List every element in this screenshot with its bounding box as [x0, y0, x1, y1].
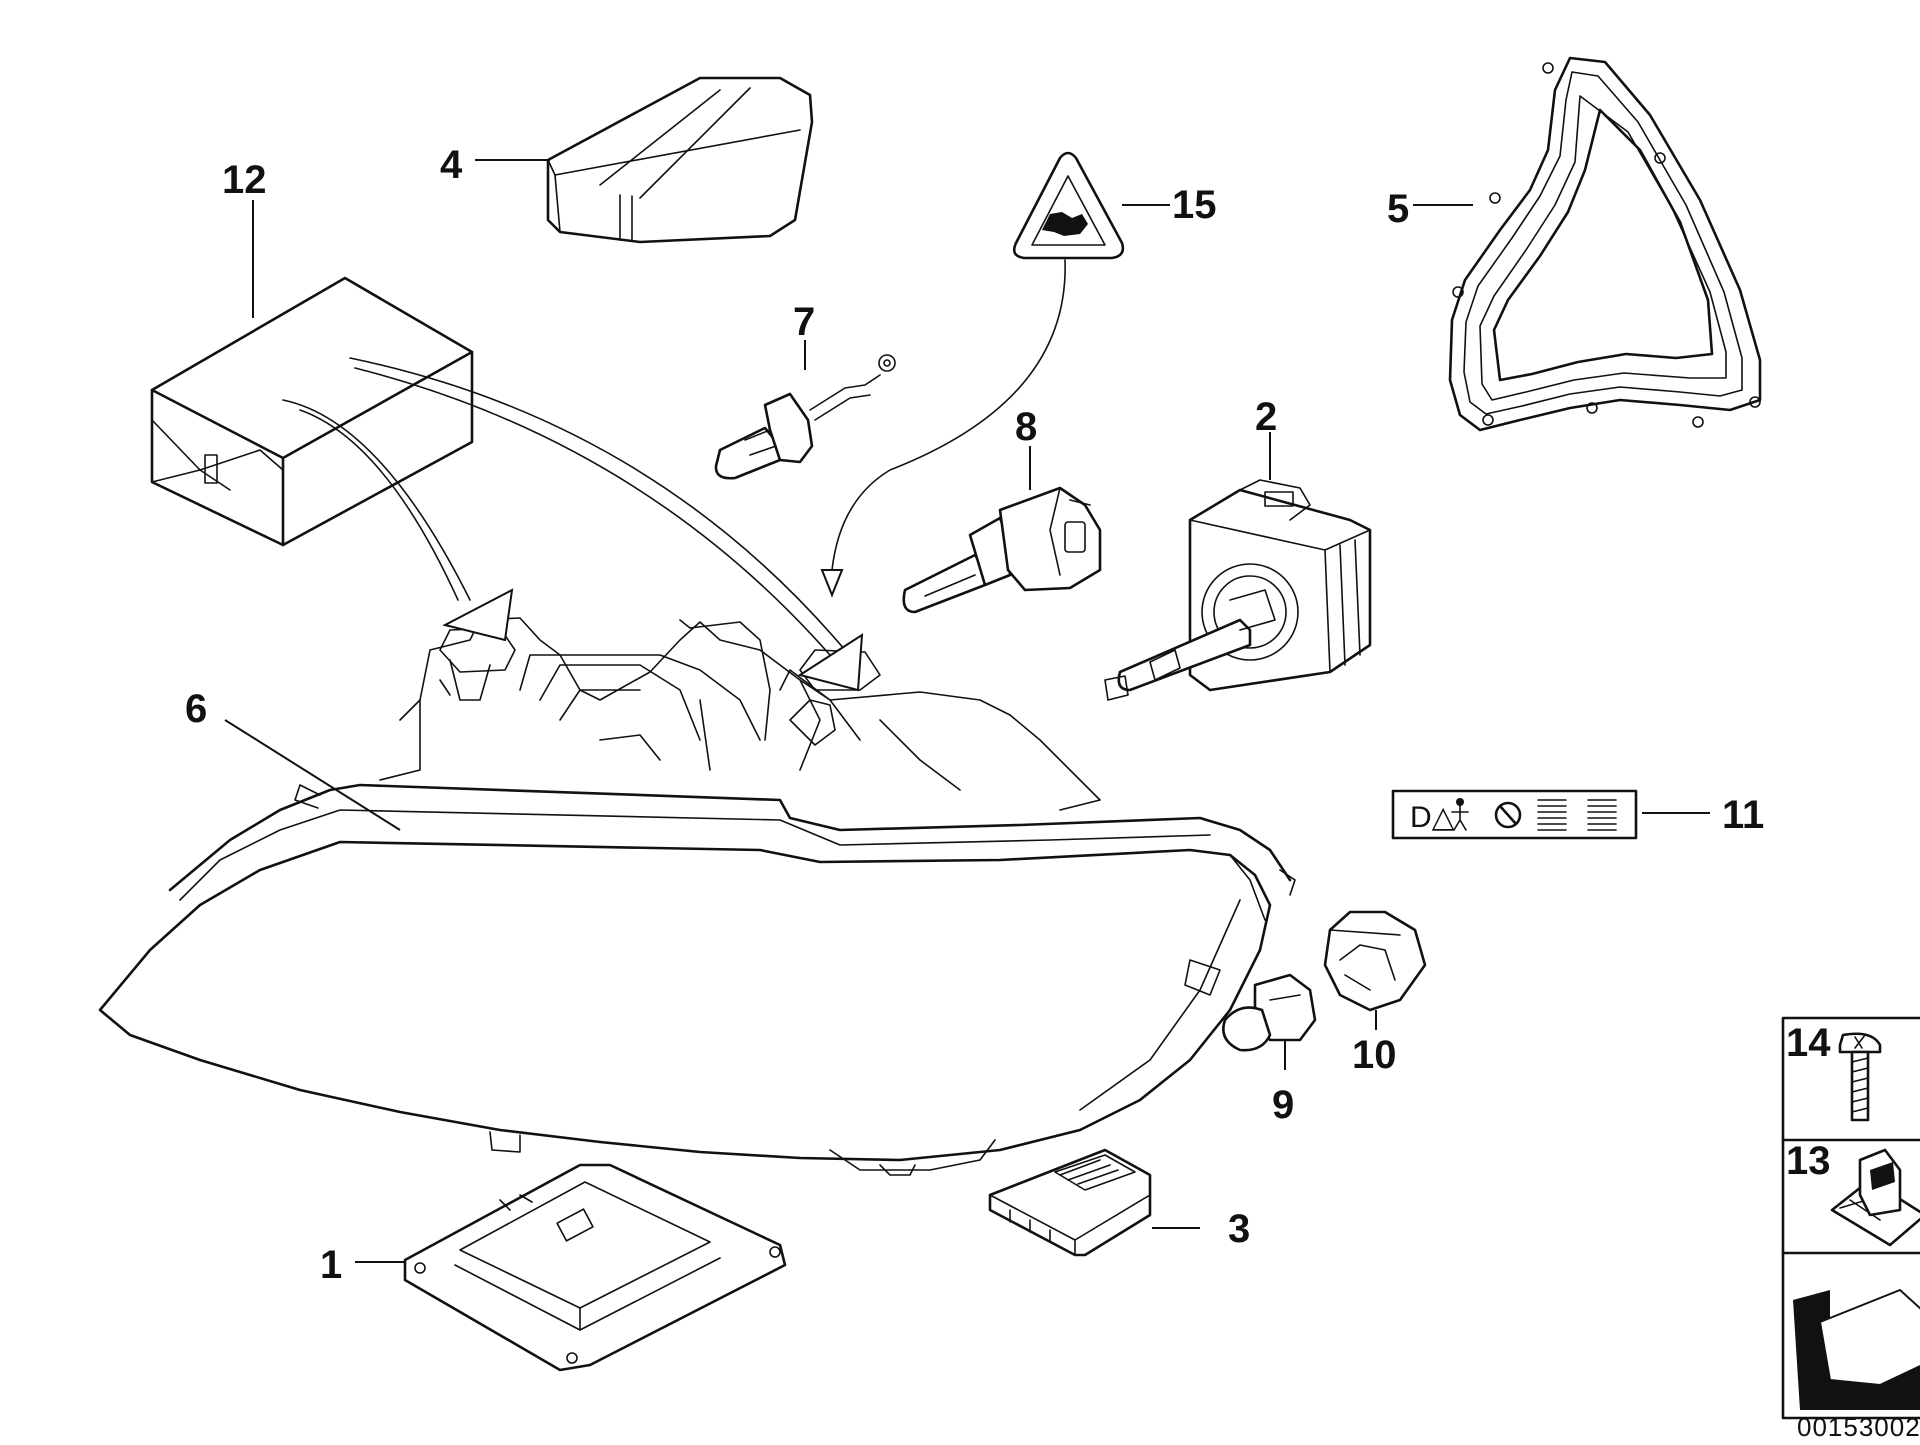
document-number: 00153002	[1797, 1412, 1920, 1440]
bulb-7	[714, 354, 896, 480]
xenon-bulb-2	[1104, 479, 1372, 701]
callout-3: 3	[1228, 1207, 1250, 1251]
control-unit-1	[403, 1163, 787, 1372]
bulb-8	[902, 486, 1102, 614]
text-lines-icon	[1587, 799, 1617, 831]
callout-8: 8	[1015, 405, 1037, 449]
screw-icon	[1838, 1032, 1882, 1122]
warning-triangle-label	[1012, 151, 1125, 260]
callout-1: 1	[320, 1243, 342, 1287]
callout-14: 14	[1786, 1021, 1831, 1065]
label-plate-text: D△	[1410, 801, 1455, 834]
callout-5: 5	[1387, 187, 1409, 231]
bulb-9	[1222, 973, 1317, 1052]
person-icon	[1451, 798, 1469, 831]
clip-nut-icon	[1830, 1148, 1920, 1247]
cover-cap	[546, 76, 814, 244]
callout-12: 12	[222, 158, 267, 202]
callout-13: 13	[1786, 1139, 1831, 1183]
callout-4: 4	[440, 143, 463, 187]
callout-10: 10	[1352, 1033, 1397, 1077]
text-lines-icon	[1537, 799, 1567, 831]
callout-numbers: 12 4 15 5 7 8 2 6 11 10 9 1 3 14 13	[185, 143, 1831, 1287]
callout-6: 6	[185, 687, 207, 731]
callout-9: 9	[1272, 1083, 1294, 1127]
prohibited-icon	[1494, 801, 1522, 829]
warning-label-plate: D△	[1391, 789, 1638, 840]
housing-gasket	[1448, 56, 1762, 432]
callout-11: 11	[1722, 793, 1764, 837]
bulb-socket-10	[1323, 910, 1427, 1012]
callout-15: 15	[1172, 183, 1217, 227]
igniter-3	[988, 1148, 1152, 1257]
hardware-panel	[1781, 1016, 1920, 1420]
callout-7: 7	[793, 300, 815, 344]
assembly-arrows	[282, 259, 1066, 692]
leader-lines	[224, 159, 1710, 1263]
arrow-plate-icon	[1793, 1288, 1920, 1410]
callout-2: 2	[1255, 395, 1277, 439]
repair-kit-box	[150, 276, 474, 547]
headlight-housing	[98, 617, 1296, 1176]
